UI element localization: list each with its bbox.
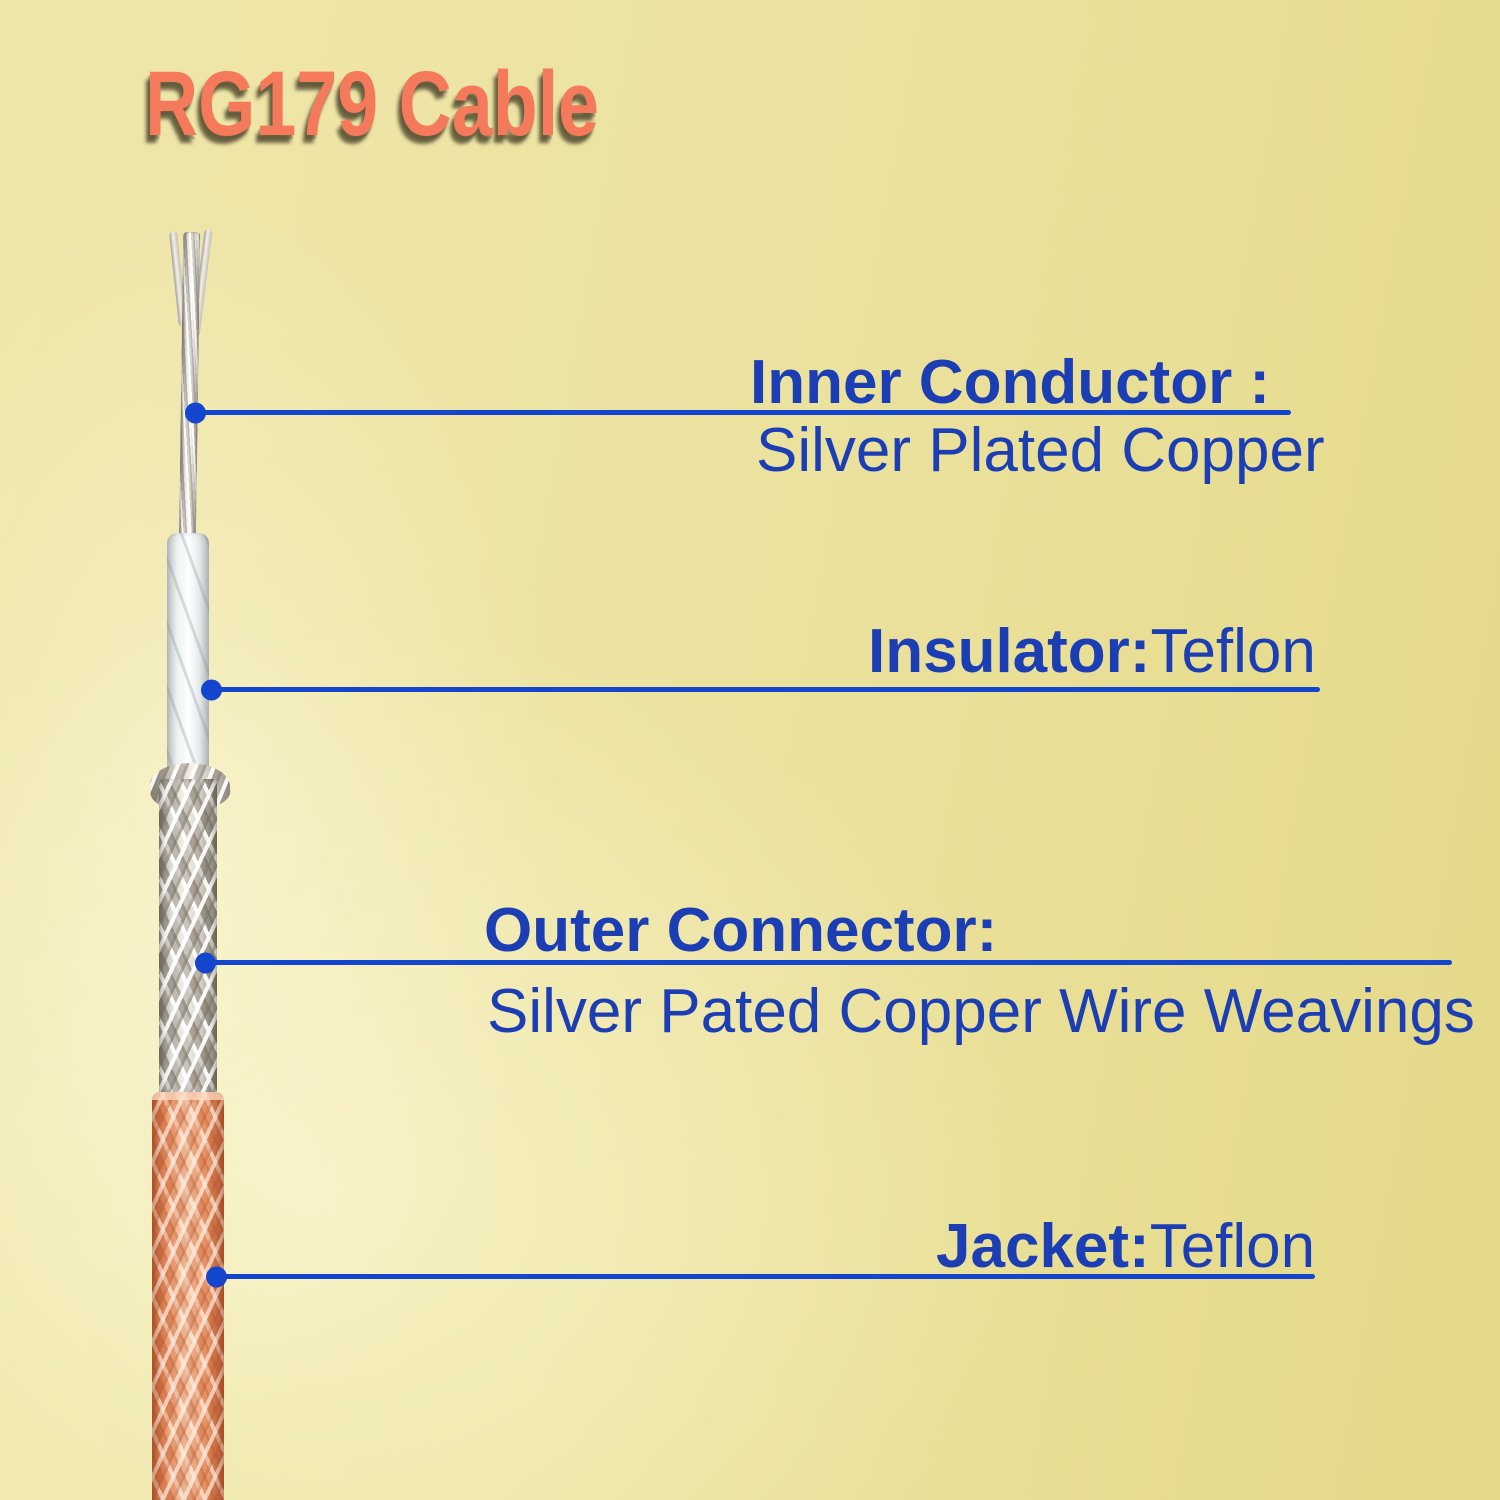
insulator-tube: [167, 533, 209, 785]
jacket-label-name: Jacket:: [936, 1212, 1150, 1281]
outer-connector-value: Silver Pated Copper Wire Weavings: [487, 977, 1475, 1046]
outer-connector-callout-line: [204, 960, 1452, 965]
jacket-label: Jacket:Teflon: [936, 1216, 1315, 1278]
jacket-tube: [152, 1092, 224, 1500]
jacket-value: Teflon: [1149, 1212, 1316, 1281]
insulator-label-name: Insulator:: [868, 617, 1151, 686]
jacket-callout-line: [215, 1274, 1315, 1279]
inner-conductor-callout-line: [194, 410, 1291, 415]
outer-connector-label: Outer Connector:: [484, 896, 998, 965]
page-title: RG179 Cable: [145, 53, 600, 155]
inner-conductor-wire: [178, 231, 201, 555]
insulator-label: Insulator:Teflon: [868, 621, 1316, 683]
inner-conductor-value: Silver Plated Copper: [756, 416, 1325, 485]
braided-shield: [159, 779, 217, 1095]
inner-conductor-label: Inner Conductor :: [750, 348, 1271, 417]
insulator-callout-line: [210, 687, 1320, 692]
insulator-value: Teflon: [1150, 617, 1316, 686]
